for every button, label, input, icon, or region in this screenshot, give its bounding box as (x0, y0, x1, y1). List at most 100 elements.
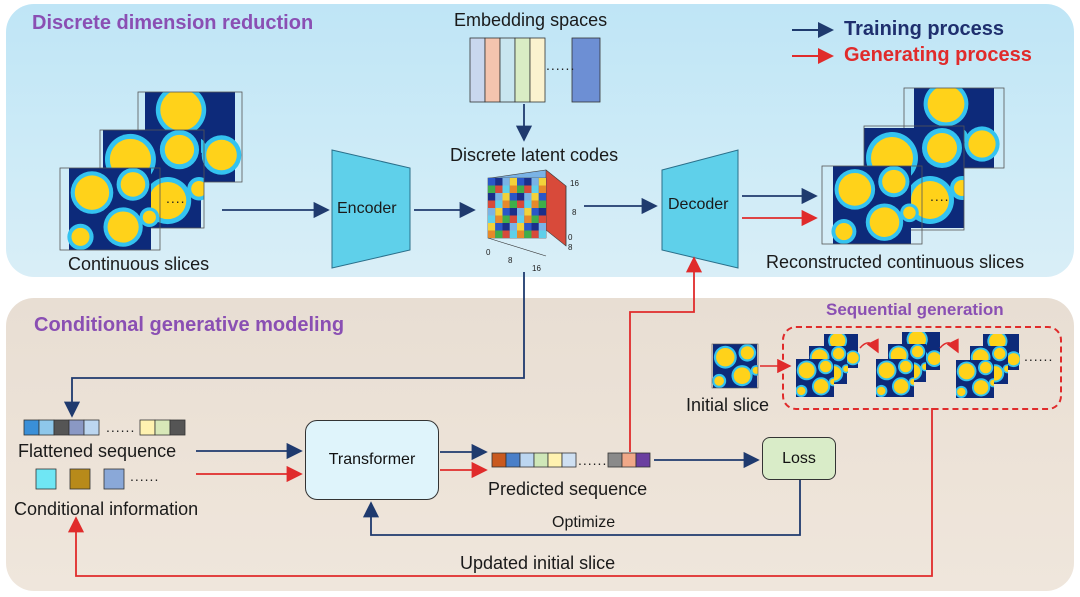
cube-cell (488, 215, 496, 223)
cube-tick-bottom-16: 16 (532, 264, 541, 273)
cube-cell (531, 178, 539, 186)
embedding-spaces-label: Embedding spaces (454, 10, 608, 30)
flattened-tail-token-1 (154, 419, 171, 436)
cube-tick-top-16: 16 (570, 179, 579, 188)
cube-cell (502, 193, 510, 201)
cube-tick-bottom-8: 8 (508, 256, 513, 265)
loss-block: Loss (762, 437, 836, 480)
sequential-ellipsis: ...... (1024, 348, 1054, 364)
arrow-updated-initial-slice (67, 408, 933, 577)
flattened-tail-token-0 (139, 419, 156, 436)
embedding-vectors (469, 37, 601, 103)
flattened-token-0 (23, 419, 40, 436)
discrete-latent-codes-label: Discrete latent codes (450, 145, 619, 165)
encoder-block (331, 149, 411, 269)
legend-generating-label: Generating process (844, 44, 1032, 66)
optimize-label: Optimize (552, 514, 616, 531)
cube-cell (495, 185, 503, 193)
slice-front (67, 168, 160, 250)
flattened-ellipsis: ...... (106, 419, 136, 435)
cube-cell (524, 200, 532, 208)
cube-cell (509, 230, 517, 238)
cube-cell (495, 208, 503, 216)
reconstructed-slices-stack (821, 87, 1005, 245)
flattened-tail-token-2 (169, 419, 186, 436)
cube-cell (509, 215, 517, 223)
cube-cell (502, 215, 510, 223)
predicted-tail-token-2 (635, 452, 651, 468)
cube-cell (538, 178, 546, 186)
updated-initial-slice-label: Updated initial slice (460, 553, 616, 573)
cube-cell (502, 200, 510, 208)
cube-cell (495, 215, 503, 223)
recon-ellipsis: .... (930, 188, 950, 204)
cube-cell (524, 193, 532, 201)
transformer-label: Transformer (328, 451, 416, 468)
condition-ellipsis: ...... (130, 468, 160, 484)
cube-cell (509, 223, 517, 231)
cube-cell (531, 185, 539, 193)
cube-tick-top-0: 0 (568, 233, 573, 242)
cube-cell (495, 230, 503, 238)
cube-cell (531, 223, 539, 231)
cube-cell (517, 215, 525, 223)
flattened-token-1 (38, 419, 55, 436)
cube-cell (488, 223, 496, 231)
cube-cell (517, 223, 525, 231)
legend-arrows (792, 22, 834, 64)
predicted-sequence-label: Predicted sequence (488, 479, 648, 499)
predicted-token-2 (519, 452, 535, 468)
recon-slice-front (831, 166, 919, 244)
predicted-sequence-tokens (491, 452, 577, 468)
cube-cell (524, 223, 532, 231)
embedding-vector-1 (484, 37, 501, 103)
cube-cell (488, 230, 496, 238)
slices-ellipsis: .... (166, 190, 186, 206)
cube-cell (517, 178, 525, 186)
cube-cell (524, 178, 532, 186)
cube-tick-bottom-0: 0 (486, 248, 491, 257)
cube-cell (488, 200, 496, 208)
cube-tick-top-8: 8 (572, 208, 577, 217)
predicted-token-5 (561, 452, 577, 468)
embedding-vector-0 (469, 37, 486, 103)
cube-cell (538, 215, 546, 223)
cube-cell (538, 230, 546, 238)
cube-cell (502, 185, 510, 193)
transformer-block: Transformer (305, 420, 439, 500)
cube-cell (488, 178, 496, 186)
latent-codes-cube (487, 169, 567, 257)
cube-cell (509, 178, 517, 186)
flattened-sequence-tail (139, 419, 186, 436)
sequential-slices (796, 332, 1020, 398)
cube-cell (517, 193, 525, 201)
arrow-predicted-to-decoder (629, 256, 703, 452)
cube-cell (531, 200, 539, 208)
cube-cell (524, 230, 532, 238)
cube-cell (495, 193, 503, 201)
cube-tick-side-8: 8 (568, 243, 573, 252)
cube-cell (517, 208, 525, 216)
cube-cell (531, 230, 539, 238)
cube-cell (531, 193, 539, 201)
predicted-token-1 (505, 452, 521, 468)
cube-cell (517, 185, 525, 193)
decoder-block (661, 149, 739, 269)
cube-cell (488, 193, 496, 201)
cube-cell (502, 230, 510, 238)
predicted-tail-token-0 (607, 452, 623, 468)
cube-cell (502, 208, 510, 216)
predicted-token-4 (547, 452, 563, 468)
embedding-vector-4 (529, 37, 546, 103)
predicted-token-3 (533, 452, 549, 468)
encoder-label: Encoder (337, 200, 397, 217)
arrow-optimize-loop (362, 480, 801, 536)
cube-cell (517, 230, 525, 238)
condition-token-0 (35, 468, 57, 490)
cube-cell (538, 185, 546, 193)
flattened-sequence-tokens (23, 419, 100, 436)
cube-cell (524, 208, 532, 216)
cube-cell (531, 215, 539, 223)
cube-axis-labels: 16 8 0 8 0 8 16 (486, 179, 579, 273)
